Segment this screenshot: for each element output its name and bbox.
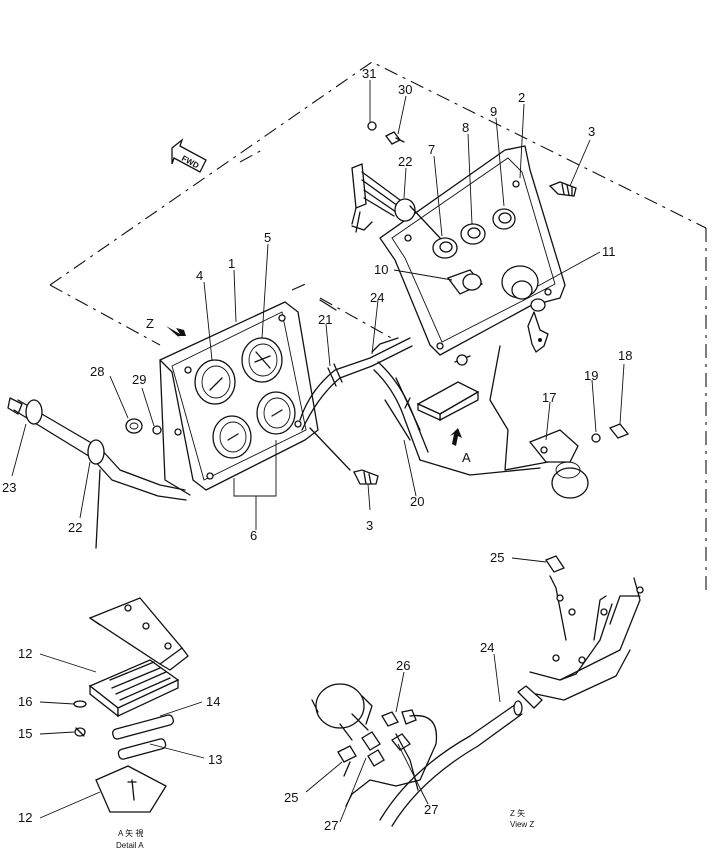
callout-17: 17 bbox=[542, 390, 556, 405]
callout-16: 16 bbox=[18, 694, 32, 709]
cable-22-23 bbox=[7, 397, 187, 549]
callout-25-top: 25 bbox=[490, 550, 504, 565]
callout-28: 28 bbox=[90, 364, 104, 379]
key-switch-11 bbox=[501, 265, 549, 353]
view-a-label: A bbox=[462, 450, 471, 465]
view-z-harness bbox=[517, 555, 644, 709]
callout-26: 26 bbox=[396, 658, 410, 673]
callout-23: 23 bbox=[2, 480, 16, 495]
captions: A 矢 視 Detail A Z 矢 View Z bbox=[116, 808, 534, 850]
callout-30: 30 bbox=[398, 82, 412, 97]
wire-connector-22 bbox=[351, 163, 441, 239]
gauge-6-right bbox=[256, 391, 296, 435]
callout-27-right: 27 bbox=[424, 802, 438, 817]
callout-9: 9 bbox=[490, 104, 497, 119]
callout-6: 6 bbox=[250, 528, 257, 543]
view-z-caption-jp: Z 矢 bbox=[510, 808, 525, 818]
view-z-arrow-icon: Z bbox=[146, 316, 186, 340]
bolt-3-top bbox=[548, 181, 577, 197]
callout-1: 1 bbox=[228, 256, 235, 271]
connector-27 bbox=[361, 731, 411, 767]
washer-31 bbox=[367, 121, 377, 131]
callout-25-bottom: 25 bbox=[284, 790, 298, 805]
callout-11: 11 bbox=[602, 244, 616, 259]
gauge-6-left bbox=[212, 415, 252, 459]
callout-12-top: 12 bbox=[18, 646, 32, 661]
view-a-arrow-icon: A bbox=[450, 428, 471, 465]
detail-a-caption-jp: A 矢 視 bbox=[118, 828, 143, 838]
callout-20: 20 bbox=[410, 494, 424, 509]
lamp-17 bbox=[489, 345, 589, 499]
detail-a-fuse-block-12 bbox=[88, 659, 180, 718]
dashboard-outline bbox=[49, 61, 707, 596]
callout-27-left: 27 bbox=[324, 818, 338, 833]
switch-knob-9 bbox=[492, 208, 516, 230]
fuse-14 bbox=[112, 714, 174, 740]
fuse-box bbox=[384, 354, 480, 441]
callout-4: 4 bbox=[196, 268, 203, 283]
callout-labels: 31 30 9 2 8 7 22 3 5 1 4 10 11 24 21 28 … bbox=[2, 66, 632, 833]
callout-24-top: 24 bbox=[370, 290, 384, 305]
callout-19: 19 bbox=[584, 368, 598, 383]
fwd-arrow-icon: FWD bbox=[171, 138, 207, 173]
callout-14: 14 bbox=[206, 694, 220, 709]
detail-a-caption: Detail A bbox=[116, 841, 144, 850]
callout-8: 8 bbox=[462, 120, 469, 135]
gauge-5 bbox=[241, 337, 283, 383]
bolt-3-bottom bbox=[309, 427, 379, 485]
bolt-18 bbox=[608, 423, 630, 439]
callout-13: 13 bbox=[208, 752, 222, 767]
gauge-4 bbox=[194, 359, 236, 405]
view-z-switch-body bbox=[311, 683, 373, 741]
callout-12-bottom: 12 bbox=[18, 810, 32, 825]
callout-29: 29 bbox=[132, 372, 146, 387]
screw-15 bbox=[74, 727, 86, 737]
callout-15: 15 bbox=[18, 726, 32, 741]
switch-knob-8 bbox=[460, 223, 486, 245]
washer-29 bbox=[152, 425, 182, 436]
callout-7: 7 bbox=[428, 142, 435, 157]
callout-31: 31 bbox=[362, 66, 376, 81]
view-z-tube-24 bbox=[379, 700, 523, 827]
nut-28 bbox=[125, 418, 143, 434]
switch-10 bbox=[446, 269, 484, 295]
washer-19 bbox=[591, 433, 601, 443]
callout-10: 10 bbox=[374, 262, 388, 277]
fuse-13 bbox=[117, 738, 167, 760]
detail-a-cover bbox=[88, 597, 189, 671]
washer-16 bbox=[73, 700, 87, 708]
callout-2: 2 bbox=[518, 90, 525, 105]
callout-5: 5 bbox=[264, 230, 271, 245]
connector-26 bbox=[381, 709, 417, 727]
connector-25 bbox=[337, 745, 357, 777]
callout-3-bottom: 3 bbox=[366, 518, 373, 533]
view-z-caption: View Z bbox=[510, 820, 534, 829]
gauge-panel bbox=[159, 301, 319, 496]
callout-21: 21 bbox=[318, 312, 332, 327]
view-z-label: Z bbox=[146, 316, 154, 331]
leader-lines bbox=[11, 80, 625, 823]
callout-24-bottom: 24 bbox=[480, 640, 494, 655]
detail-a-bracket-12 bbox=[95, 765, 167, 813]
switch-knob-7 bbox=[432, 237, 458, 259]
callout-22-top: 22 bbox=[398, 154, 412, 169]
callout-3-top: 3 bbox=[588, 124, 595, 139]
view-z-wires bbox=[345, 714, 438, 807]
callout-18: 18 bbox=[618, 348, 632, 363]
main-wire-harness bbox=[299, 299, 541, 476]
bolt-30 bbox=[385, 131, 405, 145]
callout-22-left: 22 bbox=[68, 520, 82, 535]
switch-panel bbox=[379, 145, 566, 356]
